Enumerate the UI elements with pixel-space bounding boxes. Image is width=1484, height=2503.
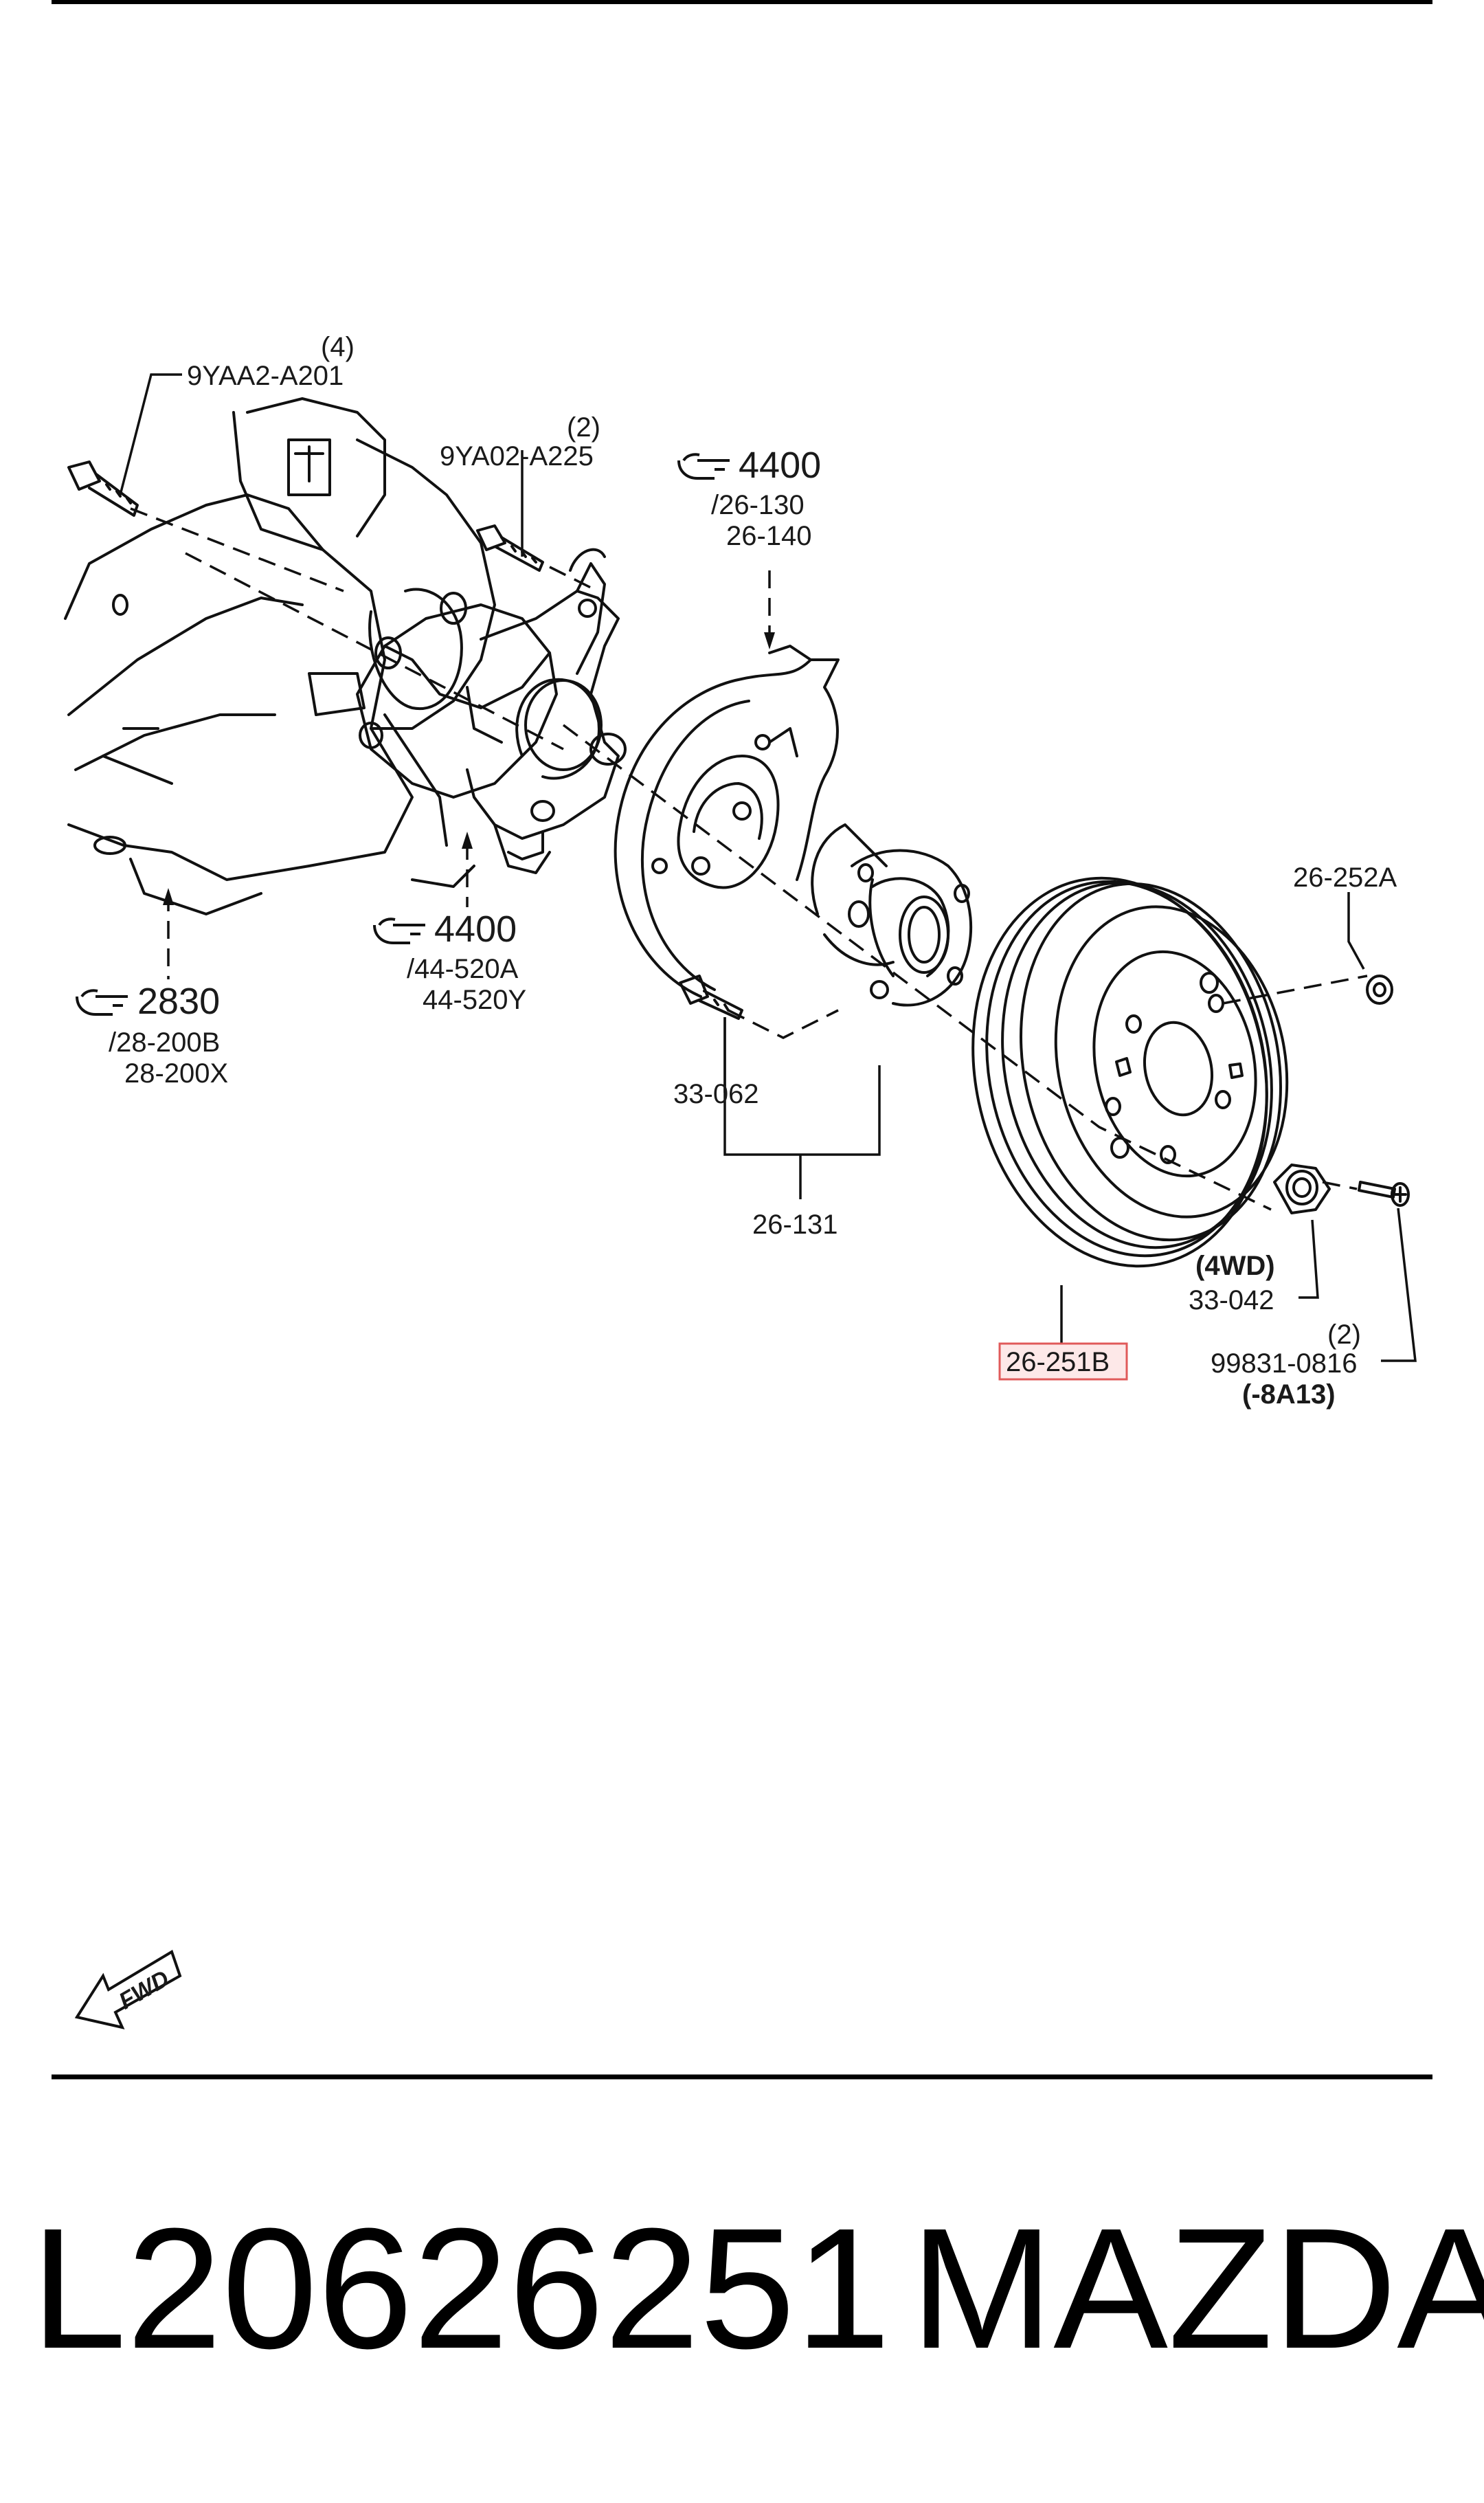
ref-4400-top: 4400 (739, 445, 821, 486)
knuckle-illustration (64, 397, 496, 915)
fwd-label: FWD (115, 1966, 174, 2015)
hub-bearing-illustration (811, 823, 973, 1007)
highlight-part-box (998, 1342, 1128, 1381)
caliper-bracket-illustration (356, 548, 627, 874)
ref-28-200x: 28-200X (124, 1058, 228, 1089)
pointing-hand-icon (76, 989, 128, 1016)
bolt-2-code: 9YA02-A225 (440, 441, 594, 471)
part-4wd: (4WD) (1195, 1251, 1275, 1281)
ref-4400-mid: 4400 (434, 909, 517, 950)
assembly-centerlines (130, 507, 1368, 1211)
screw-qty: (2) (1327, 1320, 1361, 1350)
hub-nut-33-042-icon (1273, 1164, 1331, 1214)
leader-lines (119, 373, 1417, 1362)
footer: L20626251 MAZDA (0, 2185, 1484, 2392)
ref-44-520a: /44-520A (407, 954, 519, 984)
screw-variant: (-8A13) (1242, 1379, 1336, 1410)
wheel-nut-26-252a-icon (1366, 975, 1393, 1005)
screw-99831-0816-icon (1358, 1181, 1410, 1207)
callout-labels: (4) 9YAA2-A201 (2) 9YA02-A225 4400 /26-1… (109, 332, 1397, 1410)
ref-26-130: /26-130 (711, 490, 805, 520)
arrow-heads (163, 632, 775, 905)
brand-name: MAZDA (910, 2192, 1484, 2384)
bolt-4-code: 9YAA2-A201 (187, 361, 344, 391)
hub-bolt-33-062-icon (679, 975, 743, 1020)
part-33-062: 33-062 (673, 1079, 759, 1109)
ref-26-140: 26-140 (726, 521, 812, 551)
bolt-9ya02-icon (476, 524, 544, 572)
part-33-042: 33-042 (1189, 1285, 1274, 1315)
ref-44-520y: 44-520Y (423, 985, 526, 1015)
part-26-131: 26-131 (752, 1210, 838, 1240)
bolt-2-qty: (2) (567, 412, 600, 443)
pointing-hand-icon (373, 917, 425, 944)
part-number: L20626251 (31, 2192, 891, 2384)
highlight-part-label: 26-251B (1006, 1347, 1110, 1377)
fwd-arrow-icon: FWD (74, 1950, 182, 2029)
pointing-hand-icon (677, 453, 730, 480)
ref-2830: 2830 (137, 981, 220, 1022)
ref-28-200b: /28-200B (109, 1027, 220, 1058)
part-26-252a: 26-252A (1293, 863, 1397, 893)
bolt-4-qty: (4) (321, 332, 355, 362)
screw-code: 99831-0816 (1211, 1348, 1358, 1379)
brake-disc-illustration (971, 876, 1289, 1268)
dust-shield-illustration (614, 645, 840, 998)
